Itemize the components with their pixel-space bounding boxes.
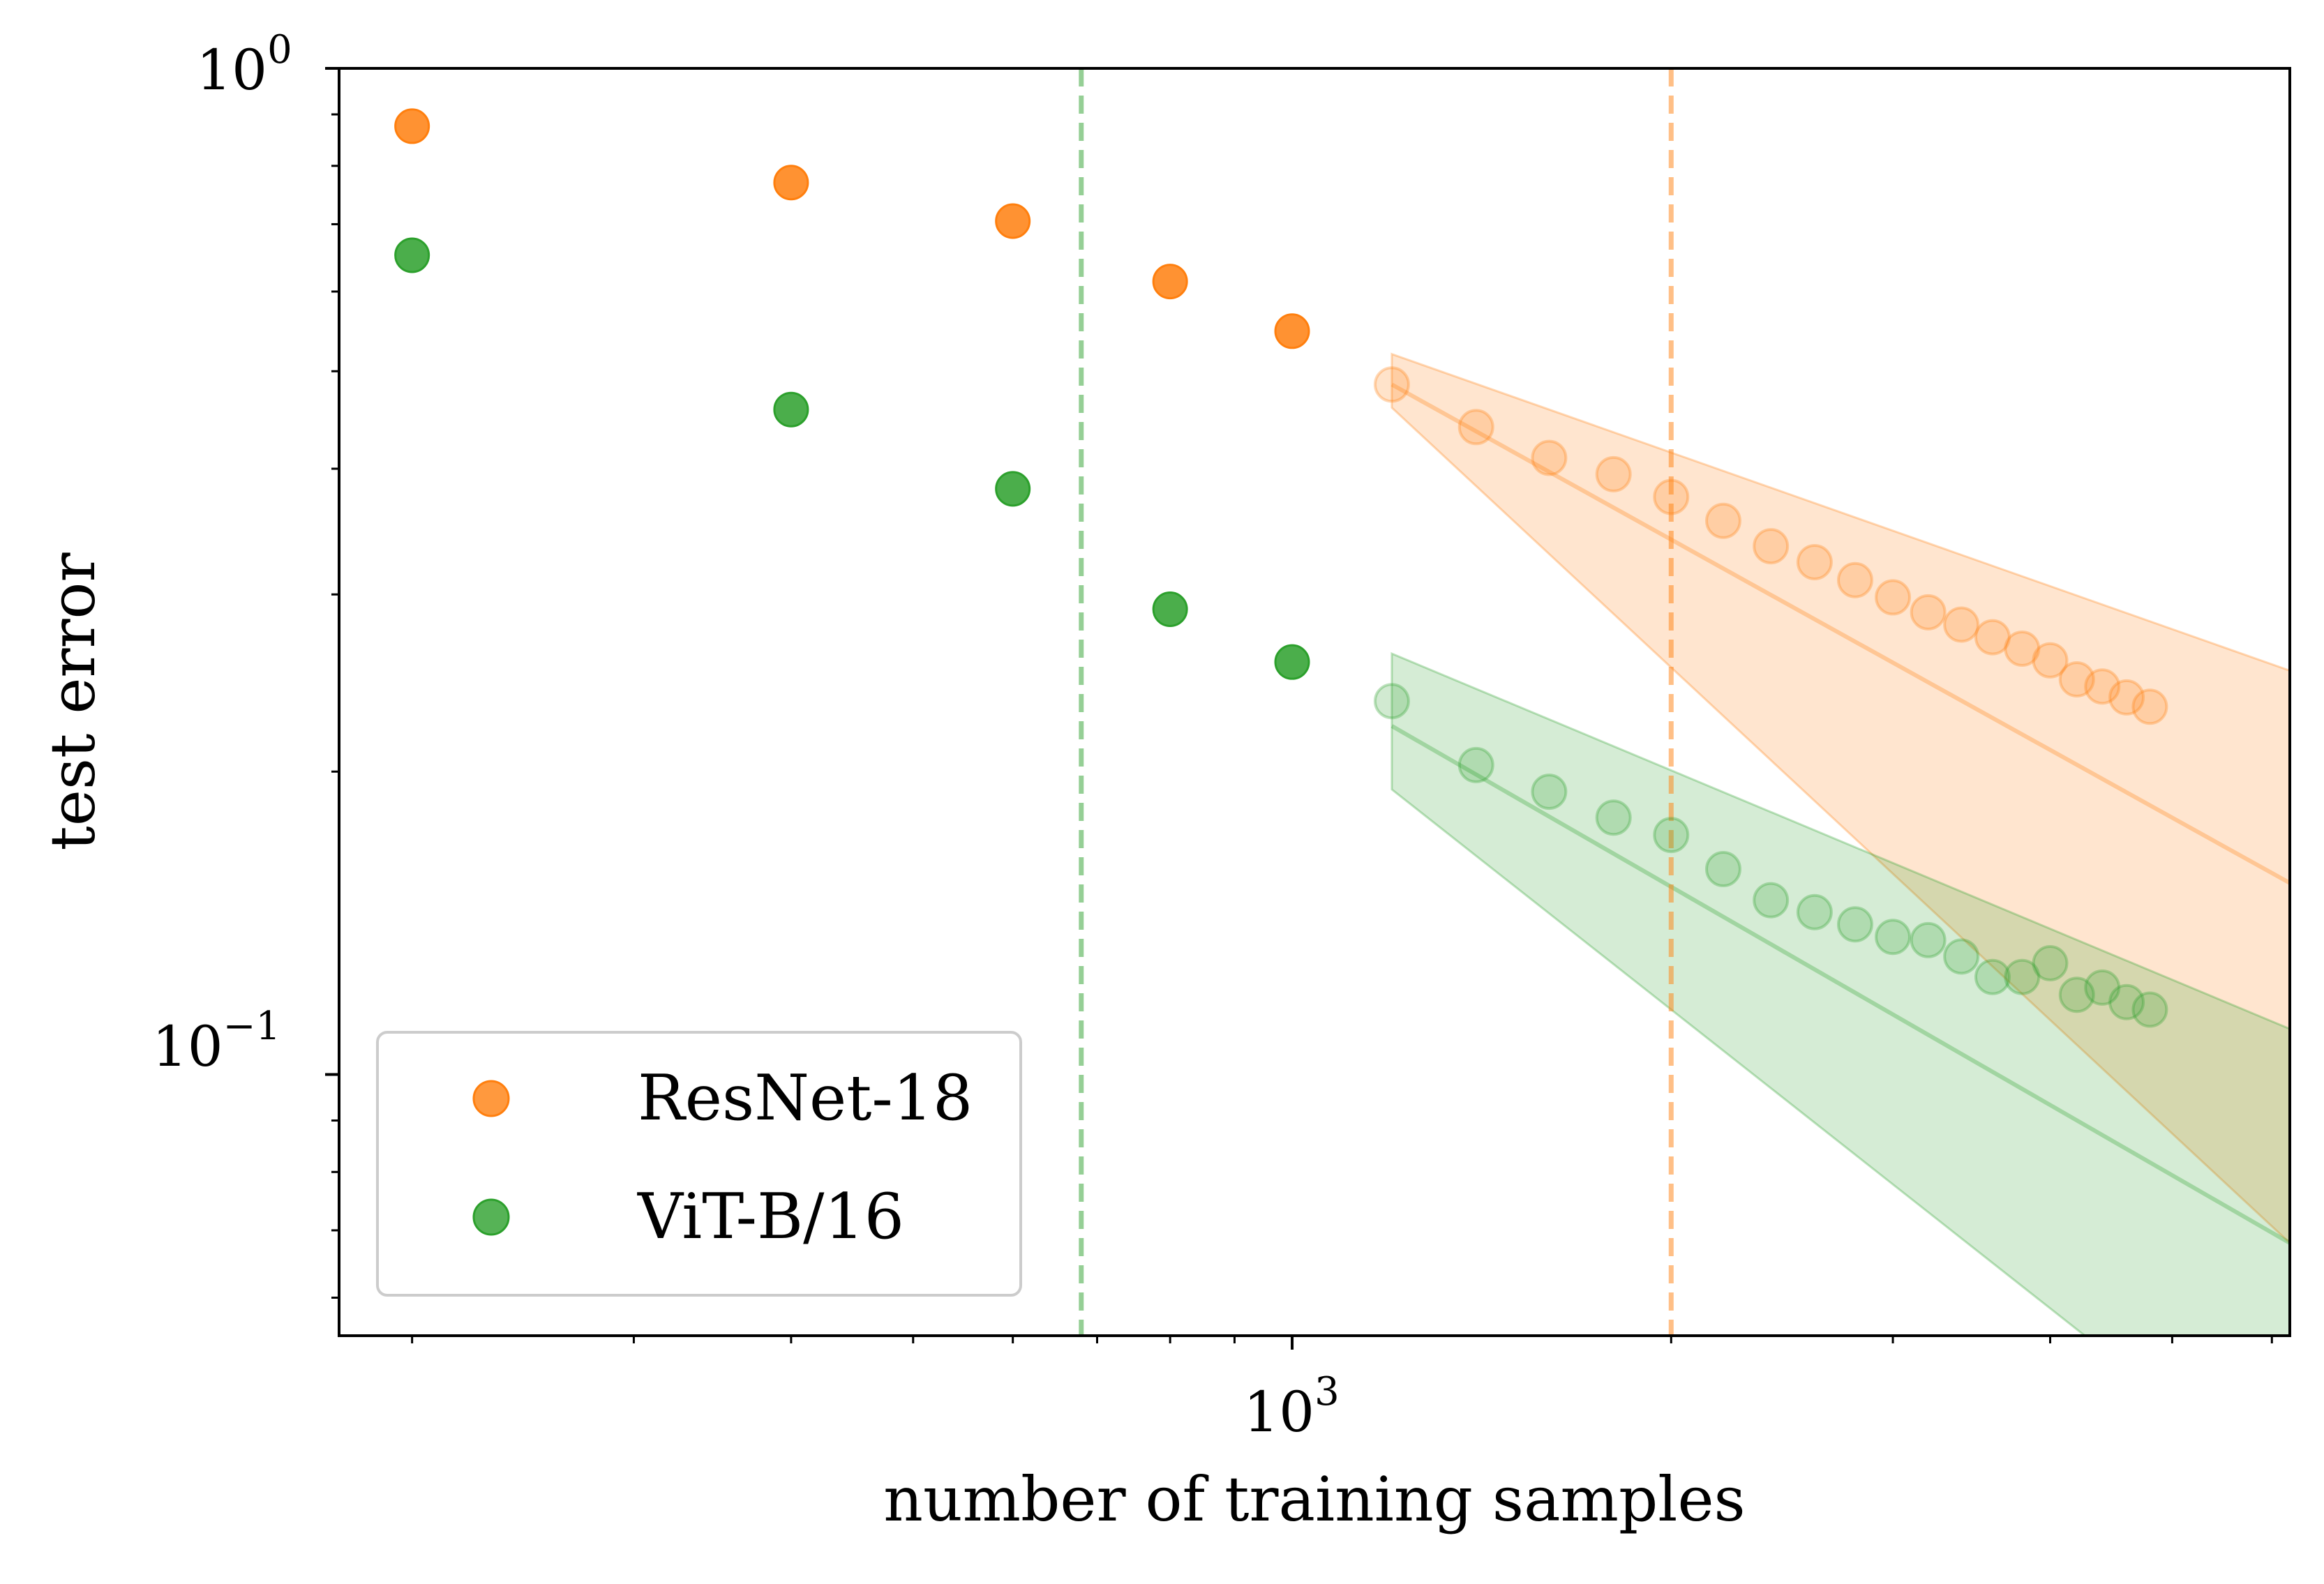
- point-faded-vit-b-16: [1531, 774, 1568, 810]
- point-faded-vit-b-16: [1910, 921, 1947, 958]
- point-faded-vit-b-16: [2108, 983, 2145, 1020]
- point-faded-resnet-18: [1653, 478, 1690, 515]
- fit-line-resnet-18: [1390, 382, 2290, 885]
- band-vit-b-16: [1390, 651, 2290, 1336]
- y-tick-label-bottom: 10−1: [152, 1004, 280, 1079]
- x-axis-label: number of training samples: [883, 1463, 1745, 1535]
- fit-line-vit-b-16: [1390, 724, 2290, 1245]
- point-resnet-18: [773, 165, 809, 201]
- point-faded-vit-b-16: [1753, 882, 1790, 919]
- point-faded-vit-b-16: [1704, 851, 1741, 888]
- point-faded-vit-b-16: [1943, 938, 1980, 975]
- point-faded-resnet-18: [2131, 688, 2168, 725]
- point-faded-resnet-18: [1910, 594, 1947, 631]
- point-faded-vit-b-16: [2084, 969, 2121, 1006]
- point-vit-b-16: [773, 391, 809, 428]
- point-faded-resnet-18: [1796, 543, 1833, 580]
- point-faded-vit-b-16: [1796, 893, 1833, 930]
- point-faded-vit-b-16: [1974, 958, 2011, 995]
- y-tick-label-top: 100: [196, 27, 292, 103]
- point-faded-resnet-18: [1595, 455, 1632, 492]
- point-faded-resnet-18: [1457, 409, 1494, 446]
- point-resnet-18: [1152, 264, 1188, 300]
- point-faded-resnet-18: [1704, 502, 1741, 539]
- legend-marker-vit: [472, 1198, 510, 1236]
- point-vit-b-16: [1274, 644, 1310, 680]
- point-faded-resnet-18: [1373, 366, 1410, 403]
- data-points: [394, 108, 2168, 1028]
- legend: ResNet-18 ViT-B/16: [376, 1031, 1022, 1297]
- point-resnet-18: [394, 108, 430, 144]
- confidence-bands: [1390, 352, 2290, 1336]
- point-faded-vit-b-16: [1373, 683, 1410, 720]
- legend-label-vit: ViT-B/16: [637, 1180, 904, 1253]
- point-faded-resnet-18: [1974, 619, 2011, 656]
- point-faded-vit-b-16: [1836, 906, 1873, 943]
- threshold-lines: [1079, 68, 1674, 1336]
- point-faded-vit-b-16: [1595, 799, 1632, 836]
- point-faded-resnet-18: [2032, 642, 2069, 679]
- y-axis-label: test error: [37, 552, 109, 850]
- point-faded-vit-b-16: [2131, 991, 2168, 1028]
- point-resnet-18: [1274, 313, 1310, 349]
- point-faded-vit-b-16: [1875, 919, 1912, 956]
- point-faded-resnet-18: [1531, 439, 1568, 476]
- point-faded-vit-b-16: [1653, 817, 1690, 854]
- point-vit-b-16: [1152, 591, 1188, 627]
- point-faded-vit-b-16: [2032, 944, 2069, 981]
- point-faded-vit-b-16: [2058, 976, 2095, 1013]
- plot-frame: [338, 67, 2291, 1337]
- legend-box: [376, 1031, 1022, 1297]
- legend-marker-resnet: [472, 1080, 510, 1117]
- point-faded-resnet-18: [1875, 579, 1912, 616]
- point-faded-vit-b-16: [2004, 958, 2041, 995]
- x-tick-label: 103: [1243, 1369, 1339, 1445]
- point-vit-b-16: [995, 471, 1031, 507]
- point-resnet-18: [995, 203, 1031, 239]
- point-faded-resnet-18: [2084, 668, 2121, 705]
- y-axis-ticks: [325, 67, 339, 1299]
- band-resnet-18: [1390, 352, 2290, 1245]
- point-faded-vit-b-16: [1457, 746, 1494, 783]
- point-faded-resnet-18: [1836, 561, 1873, 598]
- point-faded-resnet-18: [2058, 661, 2095, 698]
- point-faded-resnet-18: [1943, 606, 1980, 643]
- point-faded-resnet-18: [2004, 630, 2041, 667]
- fit-lines: [1390, 382, 2290, 1245]
- legend-label-resnet: ResNet-18: [638, 1062, 973, 1135]
- point-vit-b-16: [394, 237, 430, 273]
- x-axis-ticks: [411, 1336, 2273, 1350]
- point-faded-resnet-18: [1753, 528, 1790, 565]
- point-faded-resnet-18: [2108, 679, 2145, 716]
